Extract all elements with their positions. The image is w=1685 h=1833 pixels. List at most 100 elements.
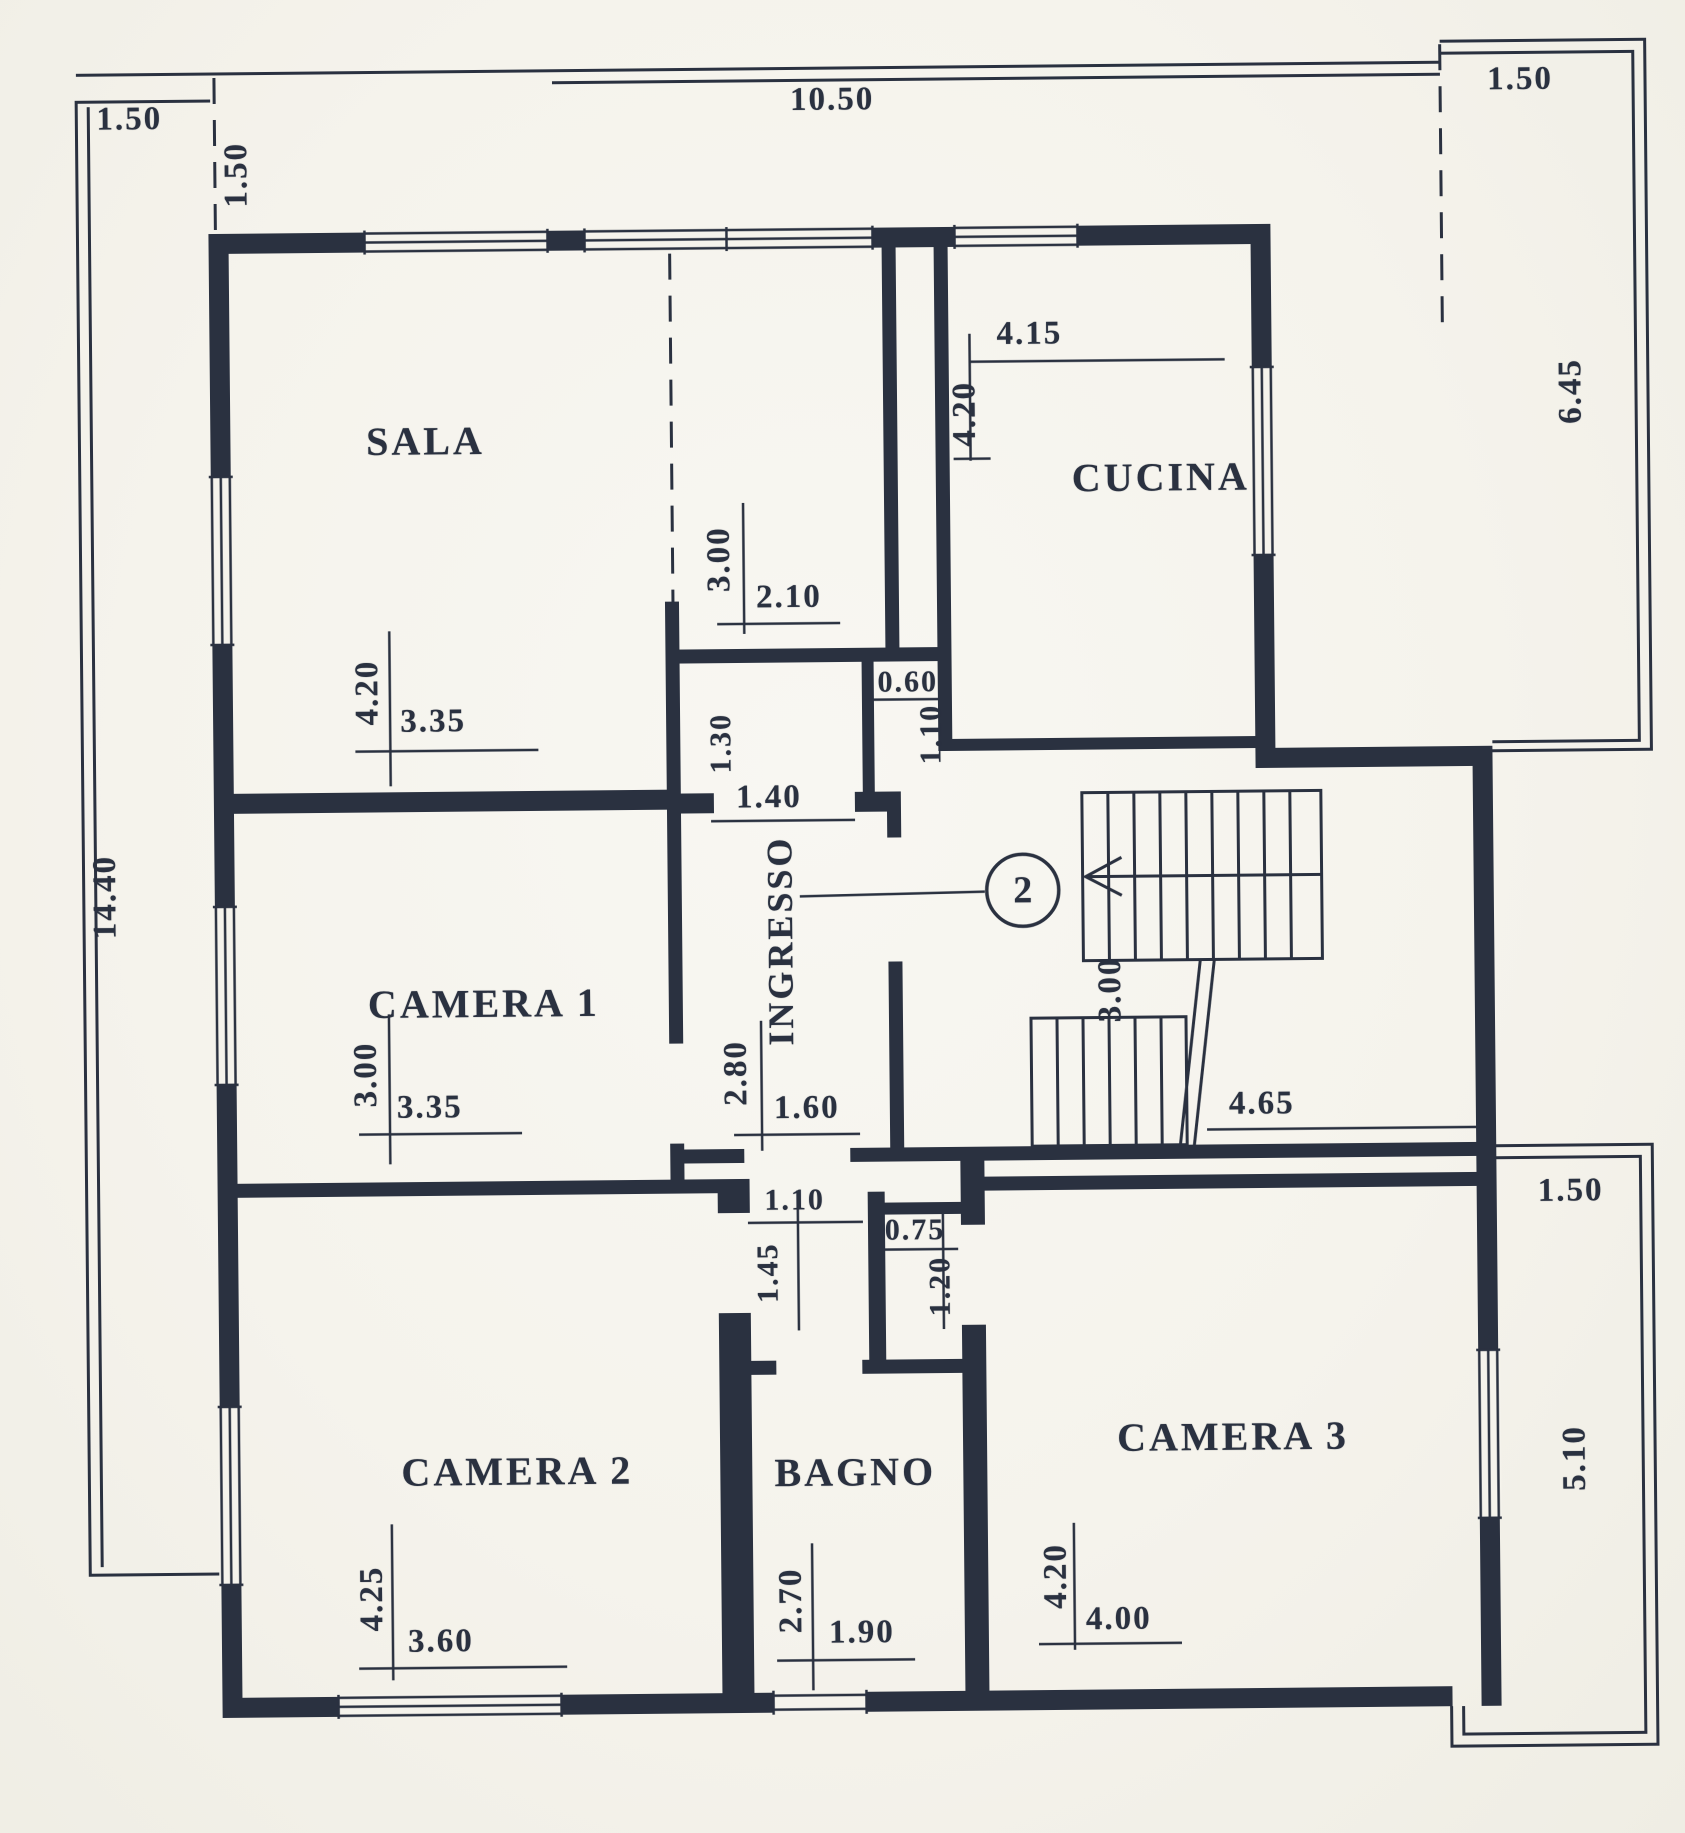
windows [208,223,1502,1719]
dim-sala-width: 3.35 [400,703,467,740]
dim-camera3-height: 4.20 [1037,1542,1075,1610]
unit-badge-circle [985,852,1061,929]
wall-closet-left [861,661,875,812]
dim-corridor-height: 3.00 [700,526,738,593]
wall-exterior-right-lower [1472,745,1502,1706]
dim-left-height: 14.40 [86,854,124,940]
window-cucina-right [1249,365,1276,557]
window-cucina-top [953,223,1079,249]
dim-ingresso-height: 2.80 [717,1039,755,1107]
wall-ingresso-right-a [886,811,902,838]
balcony-left-outline [74,99,225,1577]
wall-camera1-ingresso-a [667,813,684,1044]
wall-camera3-top [984,1171,1477,1191]
balcony-top-right-inner [1439,49,1641,744]
dim-bagno-width: 1.90 [828,1614,895,1651]
dim-wc-width: 0.75 [884,1213,946,1247]
dim-camera3-width: 4.00 [1085,1600,1152,1638]
room-label-camera3: CAMERA 3 [1116,1412,1350,1460]
wall-corridor-right [881,247,900,648]
dim-corridor-width: 2.10 [755,578,822,616]
wall-bagno-right-a [960,1160,985,1225]
wall-bagno-right-b [961,1324,990,1691]
dim-closet-width: 0.60 [877,665,939,699]
window-corridor-top [583,225,874,253]
room-label-bagno: BAGNO [774,1448,937,1496]
window-camera3-right [1476,1348,1502,1520]
stairs-break-slash-1 [1178,958,1202,1147]
wall-cucina-bottom [938,736,1256,752]
wall-bagno-top-a [751,1360,777,1375]
dim-stairwell-height: 3.00 [1091,956,1129,1023]
window-sala-left [208,475,235,647]
terrace-top-line-inner [551,72,1440,85]
dim-hall-width: 1.10 [764,1183,826,1217]
wall-ingresso-top-right [854,791,901,812]
balcony-door-bottom [772,1689,868,1715]
unit-badge-leader-line [799,890,985,898]
terrace-top-line-outer [75,60,1440,77]
stairs-direction-arrowhead [1082,855,1123,897]
dim-top-width: 10.50 [789,81,875,118]
dashed-terrace-right [1438,44,1444,333]
room-label-cucina: CUCINA [1071,453,1251,501]
dim-balcony-bottom-right-height: 5.10 [1556,1424,1594,1492]
wall-ingresso-bottom-a [684,1148,745,1164]
unit-badge-number: 2 [1013,869,1033,912]
wall-stairwell-bottom [902,1141,1477,1162]
staircase [1029,788,1324,1148]
dim-camera2-height: 4.25 [353,1565,391,1632]
dim-stairwell-width: 4.65 [1228,1085,1295,1122]
wall-sala-corridor [664,601,681,810]
dimension-lines [355,333,1477,1691]
dim-ingresso-width: 1.60 [773,1089,840,1127]
dashed-sala-corridor [668,253,675,602]
window-camera1-left [212,905,239,1087]
wall-hall-left-b [718,1312,755,1694]
dim-bagno-height: 2.70 [772,1567,810,1634]
balcony-bottom-right-inner [1462,1154,1648,1736]
balcony-left-inner-line [86,107,104,1568]
wall-bagno-top-b [862,1358,963,1374]
wall-camera2-top [217,1179,738,1199]
dim-wc-height: 1.20 [923,1255,957,1317]
dim-passage-door-width: 1.40 [735,778,802,816]
dim-camera1-height: 3.00 [347,1041,385,1108]
dim-cucina-width: 4.15 [996,315,1063,352]
dim-sala-height: 4.20 [349,659,386,726]
wall-ingresso-top-left [666,793,715,814]
dashed-dividers [212,44,1444,602]
room-label-ingresso: INGRESSO [759,835,802,1046]
room-label-sala: SALA [365,417,485,465]
balcony-top-right-outline [1439,37,1653,753]
wall-sala-camera1 [213,789,681,815]
room-label-camera2: CAMERA 2 [401,1447,634,1495]
dim-balcony-right-height: 6.45 [1552,357,1589,425]
dim-balcony-top-left-depth: 1.50 [218,141,255,208]
dim-camera1-width: 3.35 [396,1089,463,1126]
unit-badge-marker [799,852,1061,929]
wall-hall-right [867,1191,887,1360]
wall-hall-left-a [717,1178,750,1214]
dim-camera2-width: 3.60 [407,1623,474,1660]
wall-ingresso-right-b [888,961,905,1148]
wall-cucina-left [933,246,953,752]
dim-hall-height: 1.45 [751,1242,785,1304]
balcony-bottom-right-outline [1450,1142,1660,1748]
stairs-break-slash-2 [1192,958,1216,1147]
dim-balcony-top-left-width: 1.50 [96,100,163,138]
wall-wc-top [884,1201,961,1215]
dim-closet-height: 1.10 [913,703,948,765]
window-camera2-bottom [337,1692,563,1719]
stairs-direction-line [1085,872,1322,879]
dim-balcony-bottom-right-width: 1.50 [1537,1172,1604,1209]
wall-corridor-bottom [673,647,945,664]
room-label-camera1: CAMERA 1 [367,979,600,1028]
wall-step-below-cucina [1255,745,1493,769]
dim-cucina-height: 4.20 [946,380,983,447]
window-sala-top [363,228,549,255]
wall-camera1-ingresso-b [670,1143,685,1180]
